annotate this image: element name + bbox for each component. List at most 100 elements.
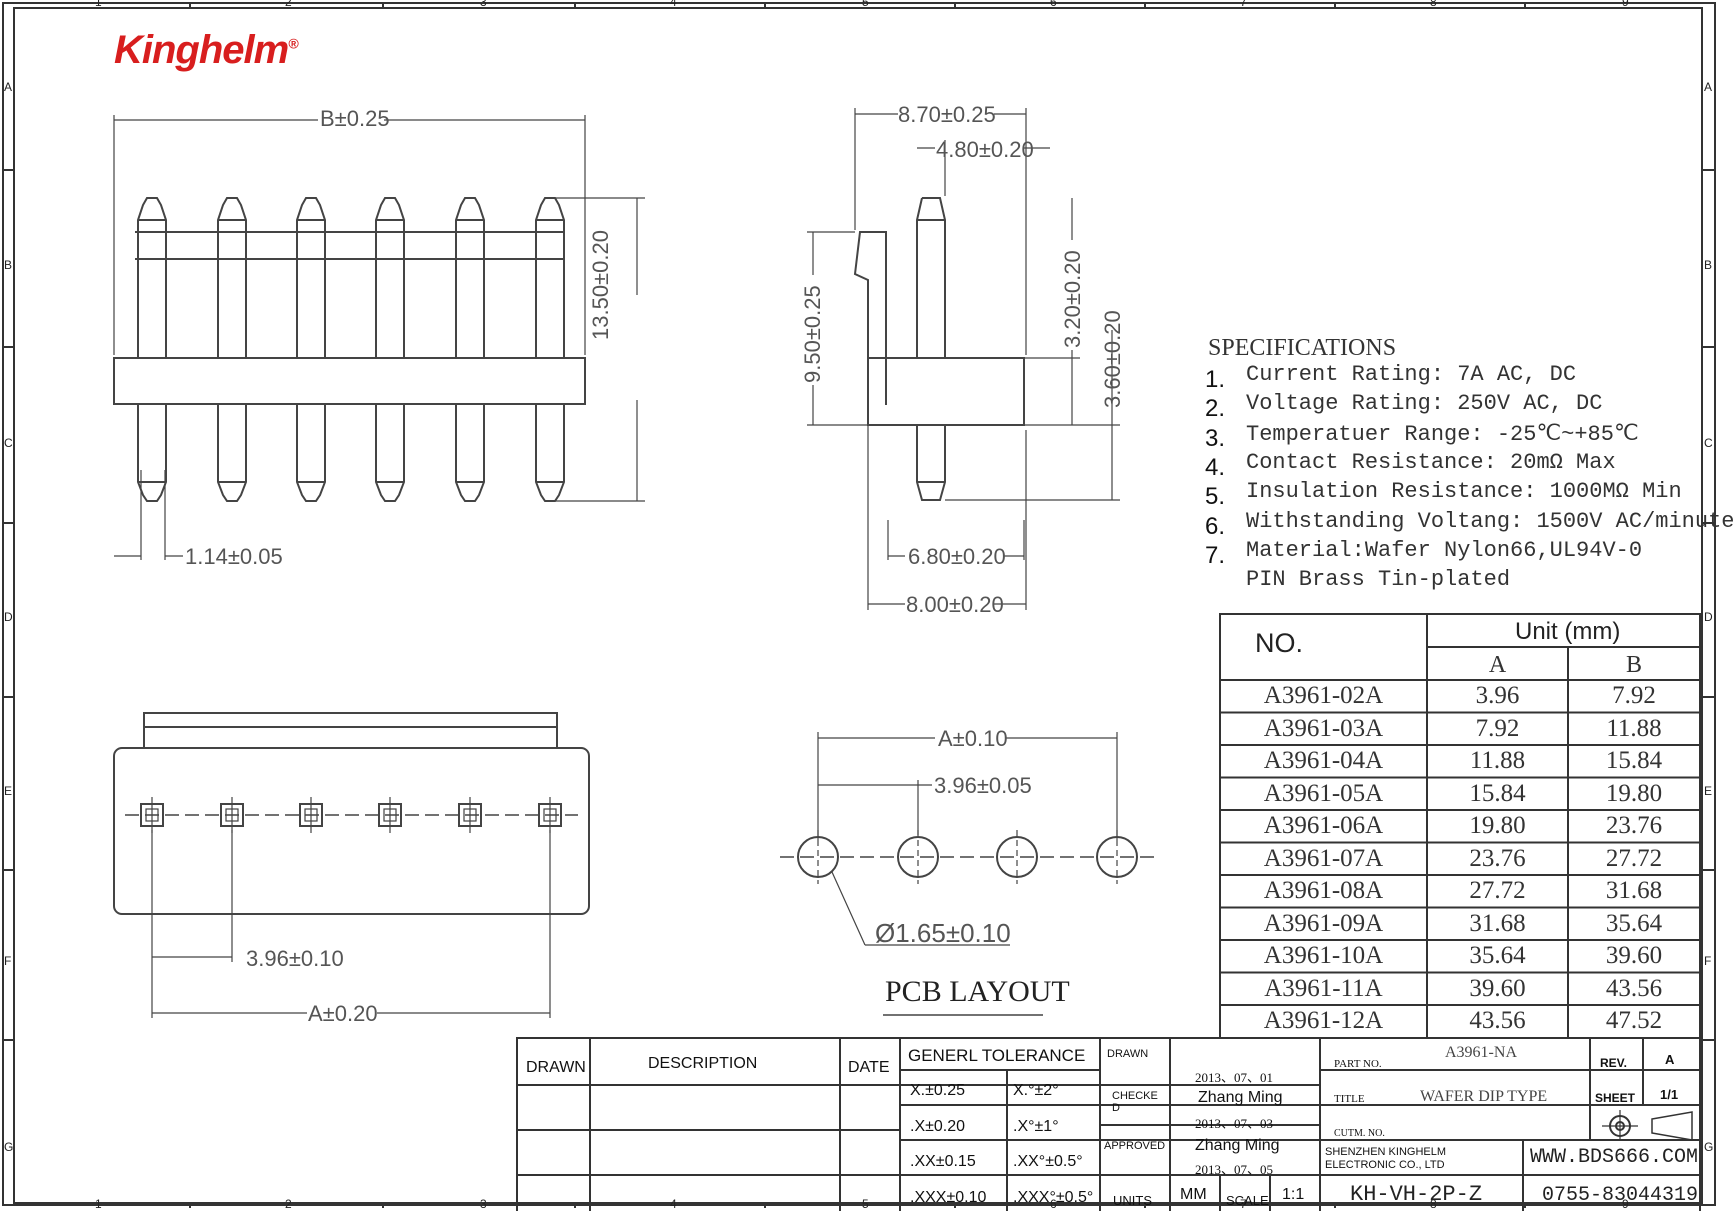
tb-drawn-date: 2013、07、01 [1195,1070,1274,1085]
zone-row-label: D [1704,610,1713,624]
dim-pitch: 3.96±0.10 [246,946,344,971]
tb-cutm-label: CUTM. NO. [1334,1128,1385,1139]
zone-column-label: 8 [1430,0,1437,9]
dim-overall-depth: 8.00±0.20 [906,592,1004,617]
table-cell-a: 11.88 [1469,747,1526,774]
projection-symbol-icon [1590,1112,1700,1140]
table-cell-b: 19.80 [1605,779,1663,807]
inner-border [13,7,1703,1204]
front-view [113,115,645,560]
zone-row-label: B [1704,258,1713,272]
tb-date-header: DATE [848,1059,890,1076]
zone-column-label: 9 [1622,0,1629,9]
zone-column-label: 4 [670,0,677,9]
spec-item: PIN Brass Tin-plated [1246,567,1511,593]
front-pin [535,197,565,502]
spec-number: 7. [1205,541,1226,569]
table-cell-b: 43.56 [1605,974,1663,1002]
zone-row-label: F [1704,954,1712,968]
spec-item: Contact Resistance: 20mΩ Max [1246,449,1616,475]
tb-part-no-label: PART NO. [1334,1058,1382,1070]
table-cell-b: 31.68 [1605,877,1663,904]
tb-drawn-header: DRAWN [526,1059,586,1076]
table-cell-no: A3961-06A [1263,812,1384,839]
tb-company: SHENZHEN KINGHELM ELECTRONIC CO., LTD [1325,1146,1447,1171]
tb-description-header: DESCRIPTION [648,1055,758,1072]
spec-number: 5. [1205,483,1226,511]
tb-drawn-label: DRAWN [1107,1048,1149,1060]
zone-row-label: A [1704,80,1713,94]
spec-number: 3. [1205,424,1226,452]
tb-tolerance-title: GENERL TOLERANCE [908,1046,1086,1065]
bottom-pin [299,797,323,833]
zone-row-label: G [4,1140,14,1154]
dim-pin-top-height: 3.20±0.20 [1060,250,1085,348]
table-cell-b: 47.52 [1605,1007,1663,1034]
tb-rev: A [1665,1052,1675,1067]
zone-column-label: 5 [862,0,869,9]
tolerance-value: .XX±0.15 [910,1153,976,1170]
table-cell-a: 31.68 [1469,909,1526,937]
table-cell-b: 7.92 [1612,682,1656,709]
pcb-layout [780,732,1160,1016]
dim-pin-width: 1.14±0.05 [185,544,283,569]
spec-number: 4. [1205,453,1226,481]
tb-part-no: A3961-NA [1445,1044,1517,1061]
table-no-header: NO. [1255,628,1304,658]
table-cell-no: A3961-12A [1263,1007,1384,1034]
bottom-pin [140,797,164,833]
zone-row-label: B [4,258,13,272]
tb-units-label: UNITS [1113,1193,1152,1208]
table-cell-no: A3961-05A [1263,779,1384,807]
zone-row-label: F [4,954,12,968]
tolerance-value: .XXX°±0.5° [1013,1188,1094,1206]
bottom-view [113,712,590,1018]
zone-column-label: 7 [1240,0,1247,9]
tolerance-value: .XX°±0.5° [1013,1153,1083,1170]
bottom-pin [458,797,482,833]
tb-sheet: 1/1 [1660,1087,1679,1102]
dim-overall-height: 13.50±0.20 [588,230,613,340]
spec-item: Insulation Resistance: 1000MΩ Min [1246,479,1682,505]
pcb-hole [897,830,939,884]
zone-ticks [3,3,1715,1208]
table-cell-a: 27.72 [1469,877,1526,904]
table-cell-no: A3961-03A [1263,714,1384,742]
table-cell-b: 15.84 [1605,747,1663,774]
dim-pin-offset: 4.80±0.20 [936,137,1034,162]
table-cell-no: A3961-10A [1263,942,1384,969]
spec-item: Temperatuer Range: -25℃~+85℃ [1246,421,1639,447]
spec-item: Material:Wafer Nylon66,UL94V-0 [1246,537,1643,563]
zone-column-label: 9 [1622,1197,1629,1211]
table-cell-no: A3961-02A [1263,682,1384,709]
registered-mark: ® [288,35,298,52]
spec-item: Withstanding Voltang: 1500V AC/minute [1246,508,1734,534]
title-block-grid [516,1037,1701,1211]
zone-column-label: 8 [1430,1197,1437,1211]
table-unit-header: Unit (mm) [1515,618,1621,645]
zone-row-label: E [1704,784,1713,798]
dim-body-depth: 6.80±0.20 [908,544,1006,569]
zone-column-label: 2 [285,0,292,9]
spec-table-grid [1219,613,1701,1039]
tb-units: MM [1180,1186,1207,1203]
zone-row-label: D [4,610,13,624]
spec-number: 2. [1205,395,1226,423]
table-cell-a: 35.64 [1469,942,1526,969]
zone-column-label: 7 [1240,1197,1247,1211]
tb-approved-date: 2013、07、05 [1195,1162,1274,1177]
dim-side-width: 8.70±0.25 [898,102,996,127]
tb-rev-label: REV. [1600,1056,1627,1070]
dim-b: B±0.25 [320,106,390,131]
tb-sheet-label: SHEET [1595,1091,1636,1105]
front-pin [455,197,485,502]
zone-column-label: 2 [285,1197,292,1211]
table-cell-b: 11.88 [1606,714,1662,742]
zone-row-label: C [4,436,13,450]
table-cell-a: 3.96 [1475,682,1520,709]
tb-checked-date: 2013、07、03 [1195,1116,1274,1131]
tb-approved-name: Zhang Ming [1195,1137,1280,1154]
tolerance-value: .X°±1° [1013,1117,1059,1135]
zone-row-label: A [4,80,13,94]
